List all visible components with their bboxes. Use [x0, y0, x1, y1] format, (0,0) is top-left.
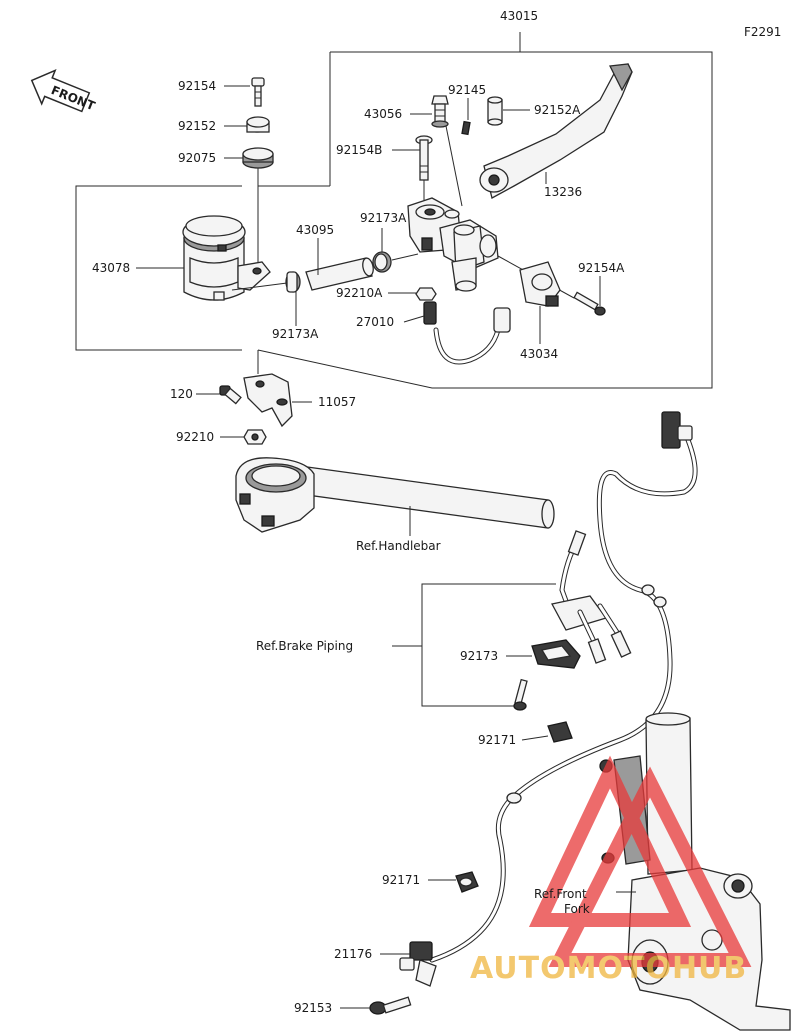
label-92154A: 92154A [578, 261, 625, 275]
part-labels: F2291 43015 92154 92152 92075 43078 4309… [92, 9, 781, 1015]
clamp-92173A-right-icon [372, 251, 392, 273]
sensor-cable-icon [429, 411, 698, 963]
master-cylinder-icon [407, 197, 499, 292]
clamp-92173-icon [531, 639, 581, 669]
front-arrow-icon: FRONT [30, 69, 98, 114]
subassembly-frame-43015 [75, 32, 713, 389]
bolt-92154B-icon [415, 135, 433, 181]
label-13236: 13236 [544, 185, 582, 199]
label-43034: 43034 [520, 347, 558, 361]
clip-92171-upper-icon [547, 721, 573, 743]
label-92210A: 92210A [336, 286, 383, 300]
label-92171-upper: 92171 [478, 733, 516, 747]
label-92173A-top: 92173A [360, 211, 407, 225]
nut-92210-icon [243, 429, 267, 445]
clip-92171-lower-icon [455, 871, 479, 893]
switch-27010-icon [423, 301, 511, 365]
watermark-logo: AUTOMOTOHUB [470, 755, 752, 986]
bolt-92154A-icon [573, 291, 606, 316]
clamp-43034-icon [519, 261, 561, 307]
nut-92210A-icon [415, 287, 437, 301]
label-92154B: 92154B [336, 143, 382, 157]
bolt-92153-icon [369, 996, 412, 1015]
lever-13236-icon [479, 63, 633, 199]
figure-id: F2291 [744, 25, 781, 39]
label-92152: 92152 [178, 119, 216, 133]
label-43056: 43056 [364, 107, 402, 121]
label-92152A: 92152A [534, 103, 581, 117]
label-92171-lower: 92171 [382, 873, 420, 887]
ref-handlebar: Ref.Handlebar [356, 539, 441, 553]
label-27010: 27010 [356, 315, 394, 329]
ref-front-fork-line2: Fork [564, 902, 590, 916]
ref-front-fork-line1: Ref.Front [534, 887, 587, 901]
hose-43095-icon [305, 257, 374, 291]
bracket-11057-icon [243, 373, 293, 428]
reservoir-43078-icon [182, 215, 271, 301]
label-92173: 92173 [460, 649, 498, 663]
label-43015: 43015 [500, 9, 538, 23]
ref-brake-piping: Ref.Brake Piping [256, 639, 353, 653]
pin-92145-icon [461, 120, 471, 136]
watermark-text: AUTOMOTOHUB [470, 951, 747, 986]
bolt-92173-icon [513, 678, 528, 711]
brake-pipe-fittings-icon [551, 530, 632, 664]
label-92173A-bottom: 92173A [272, 327, 319, 341]
label-43078: 43078 [92, 261, 130, 275]
washer-92152-icon [246, 116, 270, 133]
grommet-92075-icon [242, 147, 274, 169]
collar-92152A-icon [487, 96, 503, 126]
label-43095: 43095 [296, 223, 334, 237]
label-11057: 11057 [318, 395, 356, 409]
label-92210: 92210 [176, 430, 214, 444]
label-92153: 92153 [294, 1001, 332, 1015]
label-120: 120 [170, 387, 193, 401]
label-92145: 92145 [448, 83, 486, 97]
fitting-43056-icon [431, 95, 449, 128]
label-21176: 21176 [334, 947, 372, 961]
label-92154: 92154 [178, 79, 216, 93]
brake-piping-frame [392, 583, 556, 707]
sensor-21176-icon [399, 941, 437, 987]
handlebar-icon [235, 457, 555, 533]
clamp-92173A-left-icon [285, 271, 301, 293]
bolt-92154-icon [251, 77, 265, 107]
bolt-120-icon [219, 385, 242, 405]
label-92075: 92075 [178, 151, 216, 165]
